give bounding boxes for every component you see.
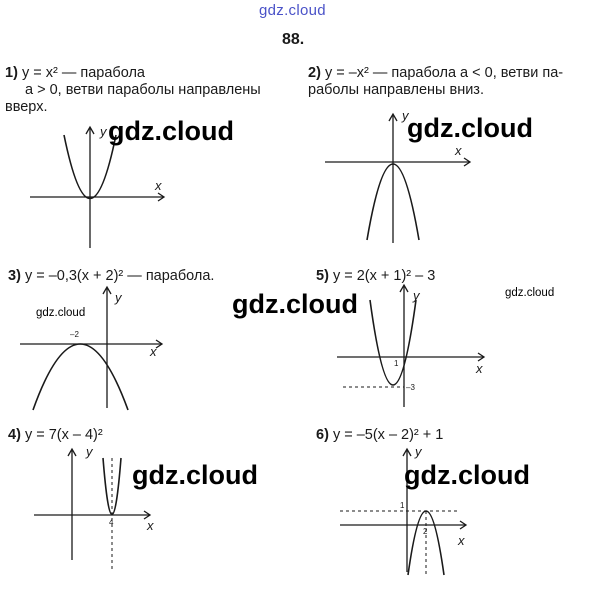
watermark-small-2: gdz.cloud bbox=[505, 287, 555, 299]
g3-parabola bbox=[32, 343, 129, 411]
g4-parabola bbox=[102, 457, 122, 515]
g1-parabola bbox=[63, 134, 117, 200]
g4-x-label: x bbox=[146, 518, 154, 533]
watermark-2: gdz.cloud bbox=[407, 113, 533, 143]
g2-x-label: x bbox=[454, 143, 462, 158]
problem-number: 88. bbox=[282, 31, 305, 48]
item-1-line-2: a > 0, ветви параболы направлены bbox=[25, 82, 261, 98]
g6-tick-y: 1 bbox=[400, 501, 405, 510]
item-5-text: 5) y = 2(x + 1)² – 3 bbox=[316, 268, 435, 285]
g3-x-arrow bbox=[155, 339, 164, 349]
g3-y-label: y bbox=[114, 290, 123, 305]
item-4-number: 4) bbox=[8, 427, 21, 443]
g2-x-arrow bbox=[463, 157, 472, 167]
g5-x-arrow bbox=[477, 352, 486, 362]
item-1-text: 1) y = x² — парабола a > 0, ветви парабо… bbox=[5, 65, 261, 116]
g4-x-arrow bbox=[143, 510, 152, 520]
g6-tick-x: 2 bbox=[423, 527, 428, 536]
site-header[interactable]: gdz.cloud bbox=[259, 2, 326, 19]
item-6-text: 6) y = –5(x – 2)² + 1 bbox=[316, 427, 443, 444]
item-6-line-1: y = –5(x – 2)² + 1 bbox=[332, 427, 444, 443]
item-2-text: 2) y = –x² — парабола a < 0, ветви па- р… bbox=[308, 65, 563, 99]
g4-y-label: y bbox=[85, 444, 94, 459]
g2-y-arrow bbox=[388, 112, 398, 122]
g5-y-arrow bbox=[399, 283, 409, 293]
item-1-line-1: y = x² — парабола bbox=[21, 65, 145, 81]
g3-tick: –2 bbox=[70, 330, 79, 339]
item-2-line-1: y = –x² — парабола a < 0, ветви па- bbox=[324, 65, 564, 81]
g4-tick: 4 bbox=[109, 518, 114, 527]
g2-y-label: y bbox=[401, 108, 410, 123]
item-1-line-3: вверх. bbox=[5, 99, 48, 115]
watermark-5: gdz.cloud bbox=[404, 460, 530, 490]
item-4-text: 4) y = 7(x – 4)² bbox=[8, 427, 103, 444]
g3-x-label: x bbox=[149, 344, 157, 359]
g5-tick-1: 1 bbox=[394, 359, 399, 368]
g6-y-arrow bbox=[402, 447, 412, 457]
g1-x-arrow bbox=[157, 192, 166, 202]
watermark-1: gdz.cloud bbox=[108, 116, 234, 146]
g6-x-label: x bbox=[457, 533, 465, 548]
item-5-number: 5) bbox=[316, 268, 329, 284]
g5-y-label: y bbox=[412, 288, 421, 303]
item-3-number: 3) bbox=[8, 268, 21, 284]
item-3-line-1: y = –0,3(x + 2)² — парабола. bbox=[24, 268, 215, 284]
g1-x-label: x bbox=[154, 178, 162, 193]
g5-x-label: x bbox=[475, 361, 483, 376]
item-6-number: 6) bbox=[316, 427, 329, 443]
item-2-line-2: раболы направлены вниз. bbox=[308, 82, 484, 98]
item-4-line-1: y = 7(x – 4)² bbox=[24, 427, 103, 443]
g6-parabola bbox=[407, 510, 445, 576]
item-5-line-1: y = 2(x + 1)² – 3 bbox=[332, 268, 436, 284]
watermark-small-1: gdz.cloud bbox=[36, 307, 86, 319]
item-2-number: 2) bbox=[308, 65, 321, 81]
g6-x-arrow bbox=[459, 520, 468, 530]
g1-y-label: y bbox=[99, 124, 108, 139]
g4-y-arrow bbox=[67, 447, 77, 457]
g6-y-label: y bbox=[414, 444, 423, 459]
g3-y-arrow bbox=[102, 285, 112, 295]
item-3-text: 3) y = –0,3(x + 2)² — парабола. bbox=[8, 268, 214, 285]
g2-parabola bbox=[366, 163, 420, 241]
item-1-number: 1) bbox=[5, 65, 18, 81]
g5-parabola bbox=[369, 299, 417, 386]
g5-tick-2: –3 bbox=[406, 383, 415, 392]
g1-y-arrow bbox=[85, 125, 95, 135]
watermark-3: gdz.cloud bbox=[232, 289, 358, 319]
watermark-4: gdz.cloud bbox=[132, 460, 258, 490]
